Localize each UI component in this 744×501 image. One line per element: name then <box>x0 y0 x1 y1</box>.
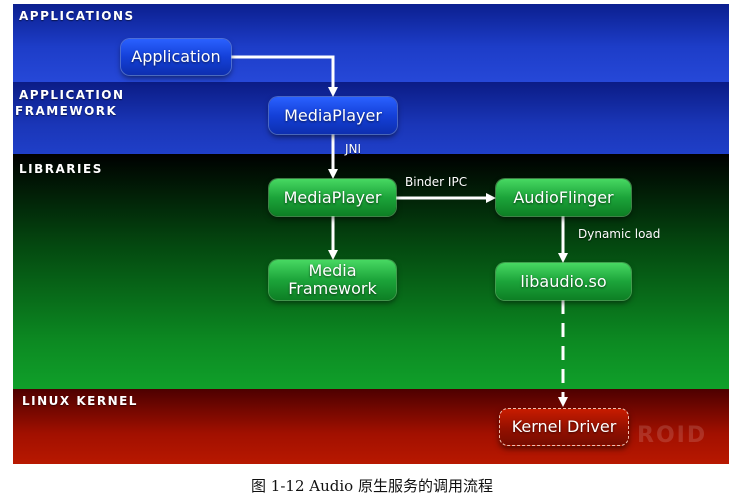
android-watermark: ROID <box>637 423 708 448</box>
mediaplayer-library-node: MediaPlayer <box>269 179 396 216</box>
mediaplayer-framework-node: MediaPlayer <box>269 97 397 134</box>
flow-arrows <box>231 55 568 407</box>
media-framework-label-line2: Framework <box>288 279 377 298</box>
media-framework-label-line1: Media <box>308 261 357 280</box>
application-node: Application <box>121 39 231 75</box>
dynamic-load-label: Dynamic load <box>578 227 661 241</box>
libraries-layer-label: Libraries <box>19 162 103 176</box>
applications-layer-label: Applications <box>19 9 135 23</box>
linux-kernel-layer-label: Linux Kernel <box>22 394 138 408</box>
jni-label: JNI <box>345 142 362 156</box>
audio-architecture-diagram: Applications Application Framework Libra… <box>13 4 729 464</box>
application-framework-label-line2: Framework <box>15 104 118 118</box>
application-framework-label-line1: Application <box>19 88 125 102</box>
figure-caption: 图 1-12 Audio 原生服务的调用流程 <box>251 477 493 495</box>
audioflinger-node: AudioFlinger <box>496 179 631 216</box>
kernel-driver-node: Kernel Driver <box>499 408 629 446</box>
media-framework-node: Media Framework <box>269 260 396 300</box>
libaudio-node: libaudio.so <box>496 263 631 300</box>
arrow-application-to-mediaplayer <box>231 55 338 97</box>
binder-ipc-label: Binder IPC <box>405 175 468 189</box>
